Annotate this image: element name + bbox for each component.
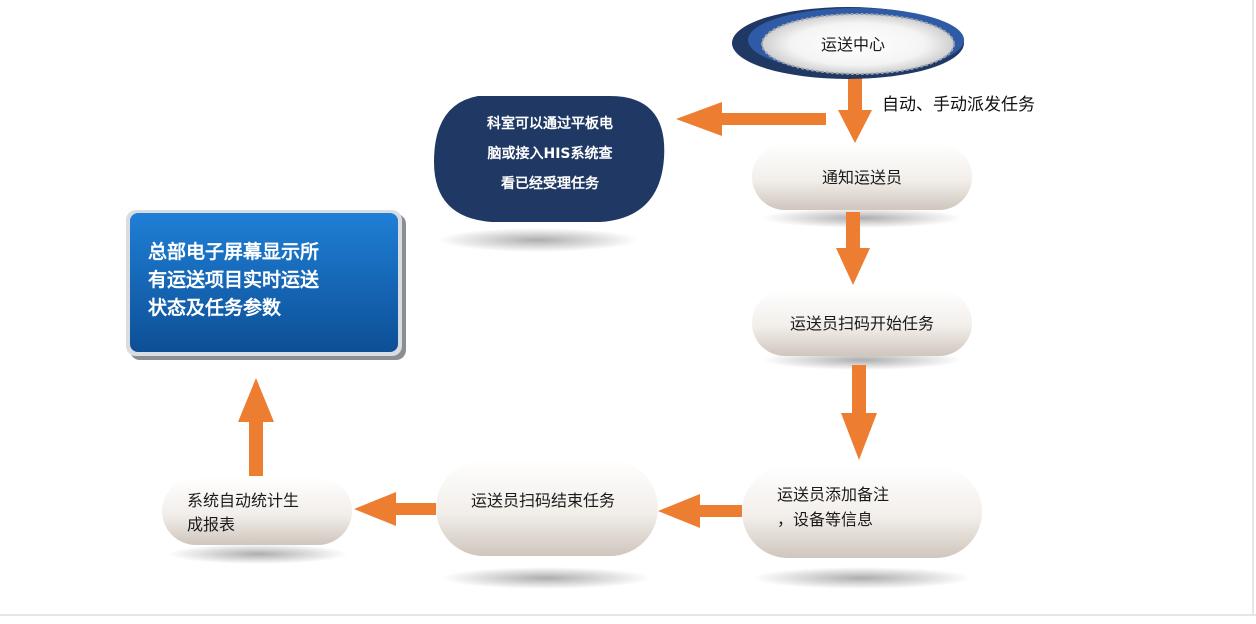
- bottom-border: [0, 614, 1256, 616]
- node-notify: 通知运送员: [752, 144, 972, 210]
- shadow-add-note: [752, 567, 972, 589]
- arrow-scan-start-to-add-note: [841, 365, 877, 460]
- node-add-note-line2: ，设备等信息: [777, 510, 873, 529]
- node-report: 系统自动统计生 成报表: [162, 477, 352, 545]
- right-border: [1252, 0, 1254, 616]
- node-hq: 总部电子屏幕显示所 有运送项目实时运送 状态及任务参数: [126, 210, 406, 360]
- arrow-to-dept: [676, 102, 826, 136]
- shadow-report: [168, 544, 348, 564]
- node-add-note-line1: 运送员添加备注: [777, 485, 889, 504]
- shadow-notify: [762, 208, 962, 228]
- node-hq-line1: 总部电子屏幕显示所: [148, 240, 319, 263]
- node-report-line2: 成报表: [187, 515, 235, 534]
- node-dept-line2: 脑或接入HIS系统查: [487, 145, 613, 162]
- node-center-label: 运送中心: [821, 35, 885, 54]
- shadow-dept: [438, 228, 638, 252]
- dispatch-label: 自动、手动派发任务: [882, 95, 1035, 115]
- node-center: 运送中心: [732, 7, 964, 79]
- node-report-line1: 系统自动统计生: [187, 491, 299, 510]
- node-add-note: 运送员添加备注 ，设备等信息: [742, 466, 982, 558]
- shadow-scan-end: [441, 567, 651, 589]
- node-hq-line2: 有运送项目实时运送: [148, 268, 320, 291]
- node-scan-start-label: 运送员扫码开始任务: [790, 314, 934, 333]
- node-dept-line1: 科室可以通过平板电: [487, 115, 613, 132]
- node-dept: 科室可以通过平板电 脑或接入HIS系统查 看已经受理任务: [434, 96, 665, 222]
- node-scan-start: 运送员扫码开始任务: [752, 290, 972, 356]
- arrow-notify-to-scan-start: [836, 212, 870, 285]
- arrow-add-note-to-scan-end: [658, 494, 742, 528]
- arrow-scan-end-to-report: [354, 492, 436, 526]
- arrow-center-to-notify: [838, 78, 872, 143]
- node-scan-end: 运送员扫码结束任务: [436, 460, 658, 556]
- arrow-report-to-hq: [238, 378, 274, 476]
- node-hq-line3: 状态及任务参数: [148, 296, 282, 319]
- node-scan-end-label: 运送员扫码结束任务: [471, 491, 615, 510]
- node-notify-label: 通知运送员: [822, 168, 902, 187]
- node-dept-line3: 看已经受理任务: [500, 175, 600, 192]
